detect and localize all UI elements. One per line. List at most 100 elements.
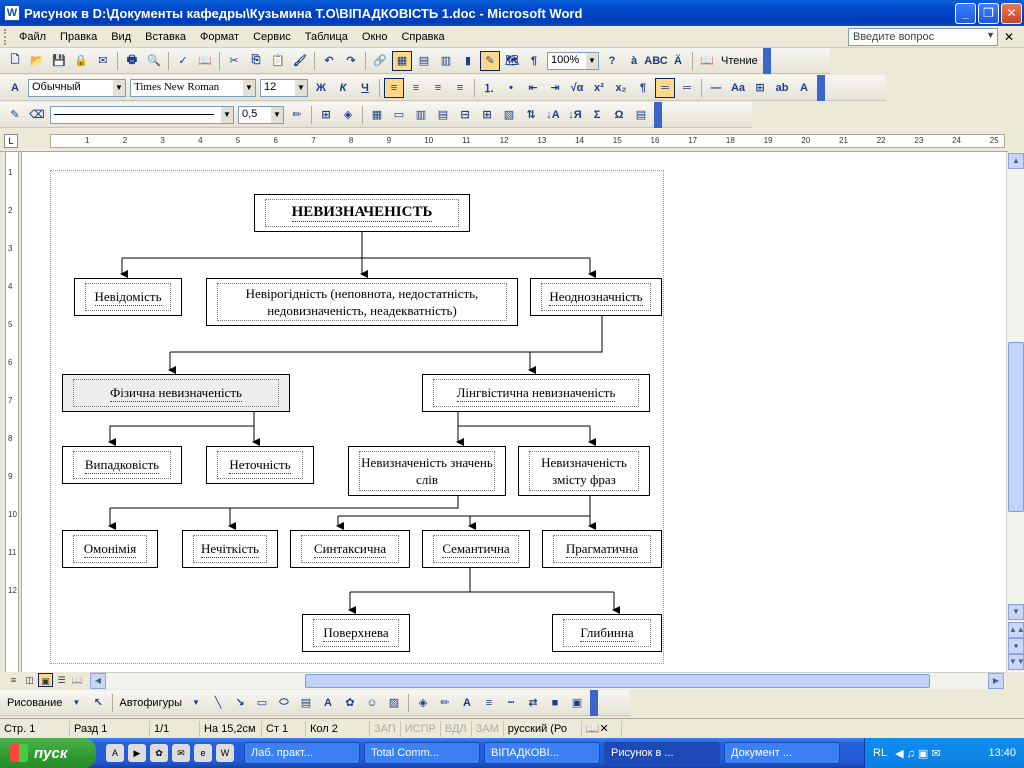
read-mode-icon[interactable]: 📖 xyxy=(700,55,714,67)
menu-format[interactable]: Формат xyxy=(200,30,240,43)
opera-icon[interactable]: A xyxy=(106,744,124,762)
font-color-icon[interactable]: A xyxy=(463,696,471,709)
close-button[interactable]: ✕ xyxy=(1001,2,1022,24)
diagram-box-pragmatic[interactable]: Прагматична xyxy=(542,530,662,568)
diagram-box-word-meaning[interactable]: Невизначеність значень слів xyxy=(348,446,506,496)
diagram-icon[interactable]: ✿ xyxy=(345,697,355,709)
document-close-button[interactable]: ✕ xyxy=(1004,29,1015,44)
eraser-icon[interactable]: ⌫ xyxy=(29,109,45,121)
shading-color-icon[interactable]: ◈ xyxy=(343,109,353,121)
font-select[interactable]: Times New Roman▼ xyxy=(130,78,256,97)
double-line-icon[interactable]: ═ xyxy=(683,81,691,94)
font-color-icon[interactable]: A xyxy=(800,81,808,94)
underline-icon[interactable]: Ч xyxy=(361,81,369,94)
chevron-down-icon[interactable]: ▼ xyxy=(72,698,81,707)
borders-icon[interactable]: ⊞ xyxy=(755,82,765,94)
change-case-icon[interactable]: Aa xyxy=(730,81,746,94)
tab-selector[interactable]: L xyxy=(4,134,18,148)
menu-table[interactable]: Таблица xyxy=(304,30,348,43)
subscript-icon[interactable]: x₂ xyxy=(615,81,627,94)
merge-cells-icon[interactable]: ▭ xyxy=(393,109,405,121)
cut-icon[interactable]: ✂ xyxy=(229,55,239,67)
autoshapes-menu-button[interactable]: Автофигуры xyxy=(119,696,182,709)
menu-insert[interactable]: Вставка xyxy=(145,30,187,43)
line-weight-icon[interactable]: ≡ xyxy=(485,696,493,709)
distribute-columns-icon[interactable]: ⊞ xyxy=(482,109,492,121)
align-left-icon[interactable]: ≡ xyxy=(384,77,404,98)
text-direction-icon[interactable]: ⇅ xyxy=(526,109,536,121)
print-layout-icon[interactable]: ▣ xyxy=(38,673,53,687)
outlook-icon[interactable]: ✉ xyxy=(172,744,190,762)
browse-object-icon[interactable]: ● xyxy=(1008,638,1024,654)
select-objects-icon[interactable]: ↖ xyxy=(93,697,104,709)
text-box-icon[interactable]: ▤ xyxy=(635,109,647,121)
scroll-thumb[interactable] xyxy=(1008,342,1024,512)
text-direction-icon[interactable]: ¶ xyxy=(639,81,647,94)
border-color-icon[interactable]: ✏ xyxy=(292,109,302,121)
align-center-icon[interactable]: ≡ xyxy=(412,81,420,94)
autosum-icon[interactable]: Σ xyxy=(593,108,601,121)
increase-indent-icon[interactable]: ⇥ xyxy=(550,82,560,94)
toolbar-options-icon[interactable] xyxy=(654,101,662,128)
shadow-icon[interactable]: ■ xyxy=(551,696,559,709)
decrease-indent-icon[interactable]: ⇤ xyxy=(528,82,538,94)
diagram-box-physical[interactable]: Фізична невизначеність xyxy=(62,374,290,412)
oval-icon[interactable]: ⬭ xyxy=(279,696,289,708)
paste-icon[interactable]: 📋 xyxy=(271,55,285,67)
next-page-icon[interactable]: ▼▼ xyxy=(1008,654,1024,670)
diagram-box-fuzziness[interactable]: Нечіткість xyxy=(182,530,278,568)
word-app-icon[interactable]: W xyxy=(4,5,20,21)
picture-icon[interactable]: ▨ xyxy=(388,697,400,709)
arrow-icon[interactable]: ↘ xyxy=(235,697,245,709)
spelling-status-icon[interactable]: 📖✕ xyxy=(582,720,622,737)
diagram-box-unknown[interactable]: Невідомість xyxy=(74,278,182,316)
help-icon[interactable]: ? xyxy=(608,54,616,67)
arrow-style-icon[interactable]: ⇄ xyxy=(528,697,538,709)
sort-ascending-icon[interactable]: ↓A xyxy=(546,108,560,121)
clock[interactable]: 13:40 xyxy=(988,747,1016,759)
horizontal-line-icon[interactable]: — xyxy=(710,81,722,94)
email-icon[interactable]: ✉ xyxy=(98,55,108,67)
diagram-box-syntactic[interactable]: Синтаксична xyxy=(290,530,410,568)
tray-icons[interactable]: ◀ ♫ ▣ ✉ xyxy=(895,747,941,760)
toolbar-options-icon[interactable] xyxy=(762,47,771,74)
italic-icon[interactable]: К xyxy=(339,81,347,94)
chevron-down-icon[interactable]: ▼ xyxy=(986,29,995,40)
spelling-icon[interactable]: ✓ xyxy=(178,55,188,67)
show-hide-icon[interactable]: ¶ xyxy=(530,54,538,67)
media-player-icon[interactable]: ▶ xyxy=(128,744,146,762)
symbol-icon[interactable]: Ω xyxy=(614,108,624,121)
status-ext[interactable]: ВДЛ xyxy=(441,720,472,737)
hyperlink-icon[interactable]: 🔗 xyxy=(373,55,387,67)
rectangle-icon[interactable]: ▭ xyxy=(256,697,268,709)
diagram-box-unreliability[interactable]: Невірогідність (неповнота, недостатність… xyxy=(206,278,518,326)
open-folder-icon[interactable]: 📂 xyxy=(30,55,44,67)
diagram-box-linguistic[interactable]: Лінгвістична невизначеність xyxy=(422,374,650,412)
abc-icon[interactable]: АВС xyxy=(644,54,668,67)
line-style-icon[interactable]: ═ xyxy=(655,77,675,98)
outline-view-icon[interactable]: ☰ xyxy=(57,675,66,685)
draw-table-icon[interactable]: ✎ xyxy=(10,109,20,121)
numbering-icon[interactable]: ⒈ xyxy=(483,82,495,95)
bold-icon[interactable]: Ж xyxy=(316,81,326,94)
toolbar-options-icon[interactable] xyxy=(817,74,825,101)
print-icon[interactable]: 🖶 xyxy=(126,54,138,66)
status-rec[interactable]: ЗАП xyxy=(370,720,401,737)
align-cells-icon[interactable]: ▤ xyxy=(437,109,449,121)
help-search-input[interactable]: Введите вопрос ▼ xyxy=(848,27,998,46)
line-icon[interactable]: ╲ xyxy=(214,697,222,709)
maximize-button[interactable]: ❐ xyxy=(978,2,999,24)
undo-icon[interactable]: ↶ xyxy=(324,55,334,67)
scroll-left-icon[interactable]: ◀ xyxy=(90,673,106,689)
task-picture[interactable]: Рисунок в ... xyxy=(604,742,720,764)
line-style-select[interactable]: ▼ xyxy=(50,105,234,124)
insert-table-icon[interactable]: ▦ xyxy=(371,109,383,121)
scroll-thumb[interactable] xyxy=(305,674,930,688)
justify-icon[interactable]: ≡ xyxy=(456,81,464,94)
diagram-box-inaccuracy[interactable]: Неточність xyxy=(206,446,314,484)
permission-icon[interactable]: 🔒 xyxy=(74,55,88,67)
menu-grip[interactable] xyxy=(4,28,8,45)
